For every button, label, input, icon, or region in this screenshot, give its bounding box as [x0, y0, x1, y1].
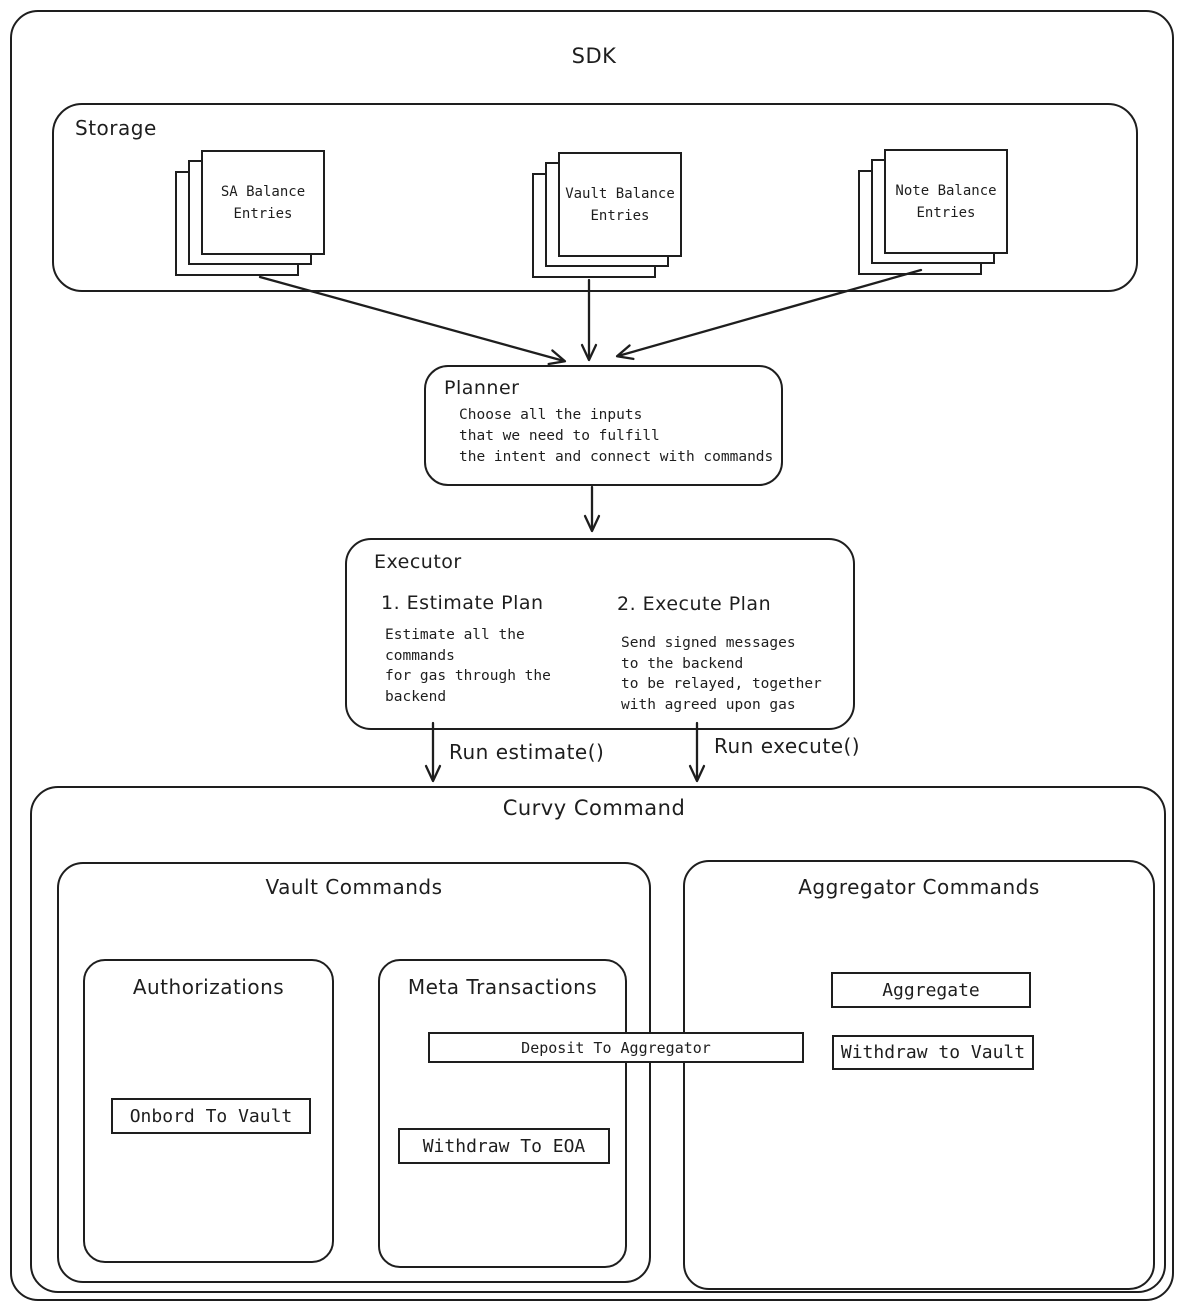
authorizations-title: Authorizations — [132, 975, 285, 999]
execute-plan-description: Send signed messages to the backend to b… — [621, 635, 822, 713]
vault-balance-stack: Vault Balance Entries — [532, 152, 684, 280]
sa-balance-card: SA Balance Entries — [201, 150, 325, 255]
planner-box — [424, 365, 783, 486]
note-balance-card: Note Balance Entries — [884, 149, 1008, 254]
sa-balance-stack: SA Balance Entries — [175, 150, 327, 278]
planner-title: Planner — [444, 377, 520, 399]
authorizations-container — [83, 959, 334, 1263]
meta-transactions-container — [378, 959, 627, 1268]
aggregator-commands-container — [683, 860, 1155, 1290]
run-execute-label: Run execute() — [714, 734, 861, 758]
aggregate-command: Aggregate — [831, 972, 1031, 1008]
curvy-command-title: Curvy Command — [502, 796, 686, 820]
aggregator-commands-title: Aggregator Commands — [798, 875, 1040, 899]
planner-description: Choose all the inputs that we need to fu… — [459, 407, 774, 465]
execute-plan-heading: 2. Execute Plan — [617, 593, 772, 615]
estimate-plan-description: Estimate all the commands for gas throug… — [385, 627, 551, 705]
run-estimate-label: Run estimate() — [449, 740, 605, 764]
executor-title: Executor — [374, 551, 462, 573]
vault-commands-title: Vault Commands — [265, 875, 443, 899]
sdk-title: SDK — [571, 44, 617, 68]
storage-title: Storage — [75, 116, 157, 140]
withdraw-to-vault-command: Withdraw to Vault — [832, 1035, 1034, 1070]
vault-balance-card: Vault Balance Entries — [558, 152, 682, 257]
executor-box — [345, 538, 855, 730]
vault-commands-container — [57, 862, 651, 1283]
deposit-to-aggregator-command: Deposit To Aggregator — [428, 1032, 804, 1063]
onboard-to-vault-command: Onbord To Vault — [111, 1098, 311, 1134]
sdk-frame — [10, 10, 1174, 1301]
withdraw-to-eoa-command: Withdraw To EOA — [398, 1128, 610, 1164]
estimate-plan-heading: 1. Estimate Plan — [381, 592, 544, 614]
curvy-command-container — [30, 786, 1166, 1293]
note-balance-stack: Note Balance Entries — [858, 149, 1010, 277]
storage-container — [52, 103, 1138, 292]
meta-transactions-title: Meta Transactions — [407, 975, 598, 999]
